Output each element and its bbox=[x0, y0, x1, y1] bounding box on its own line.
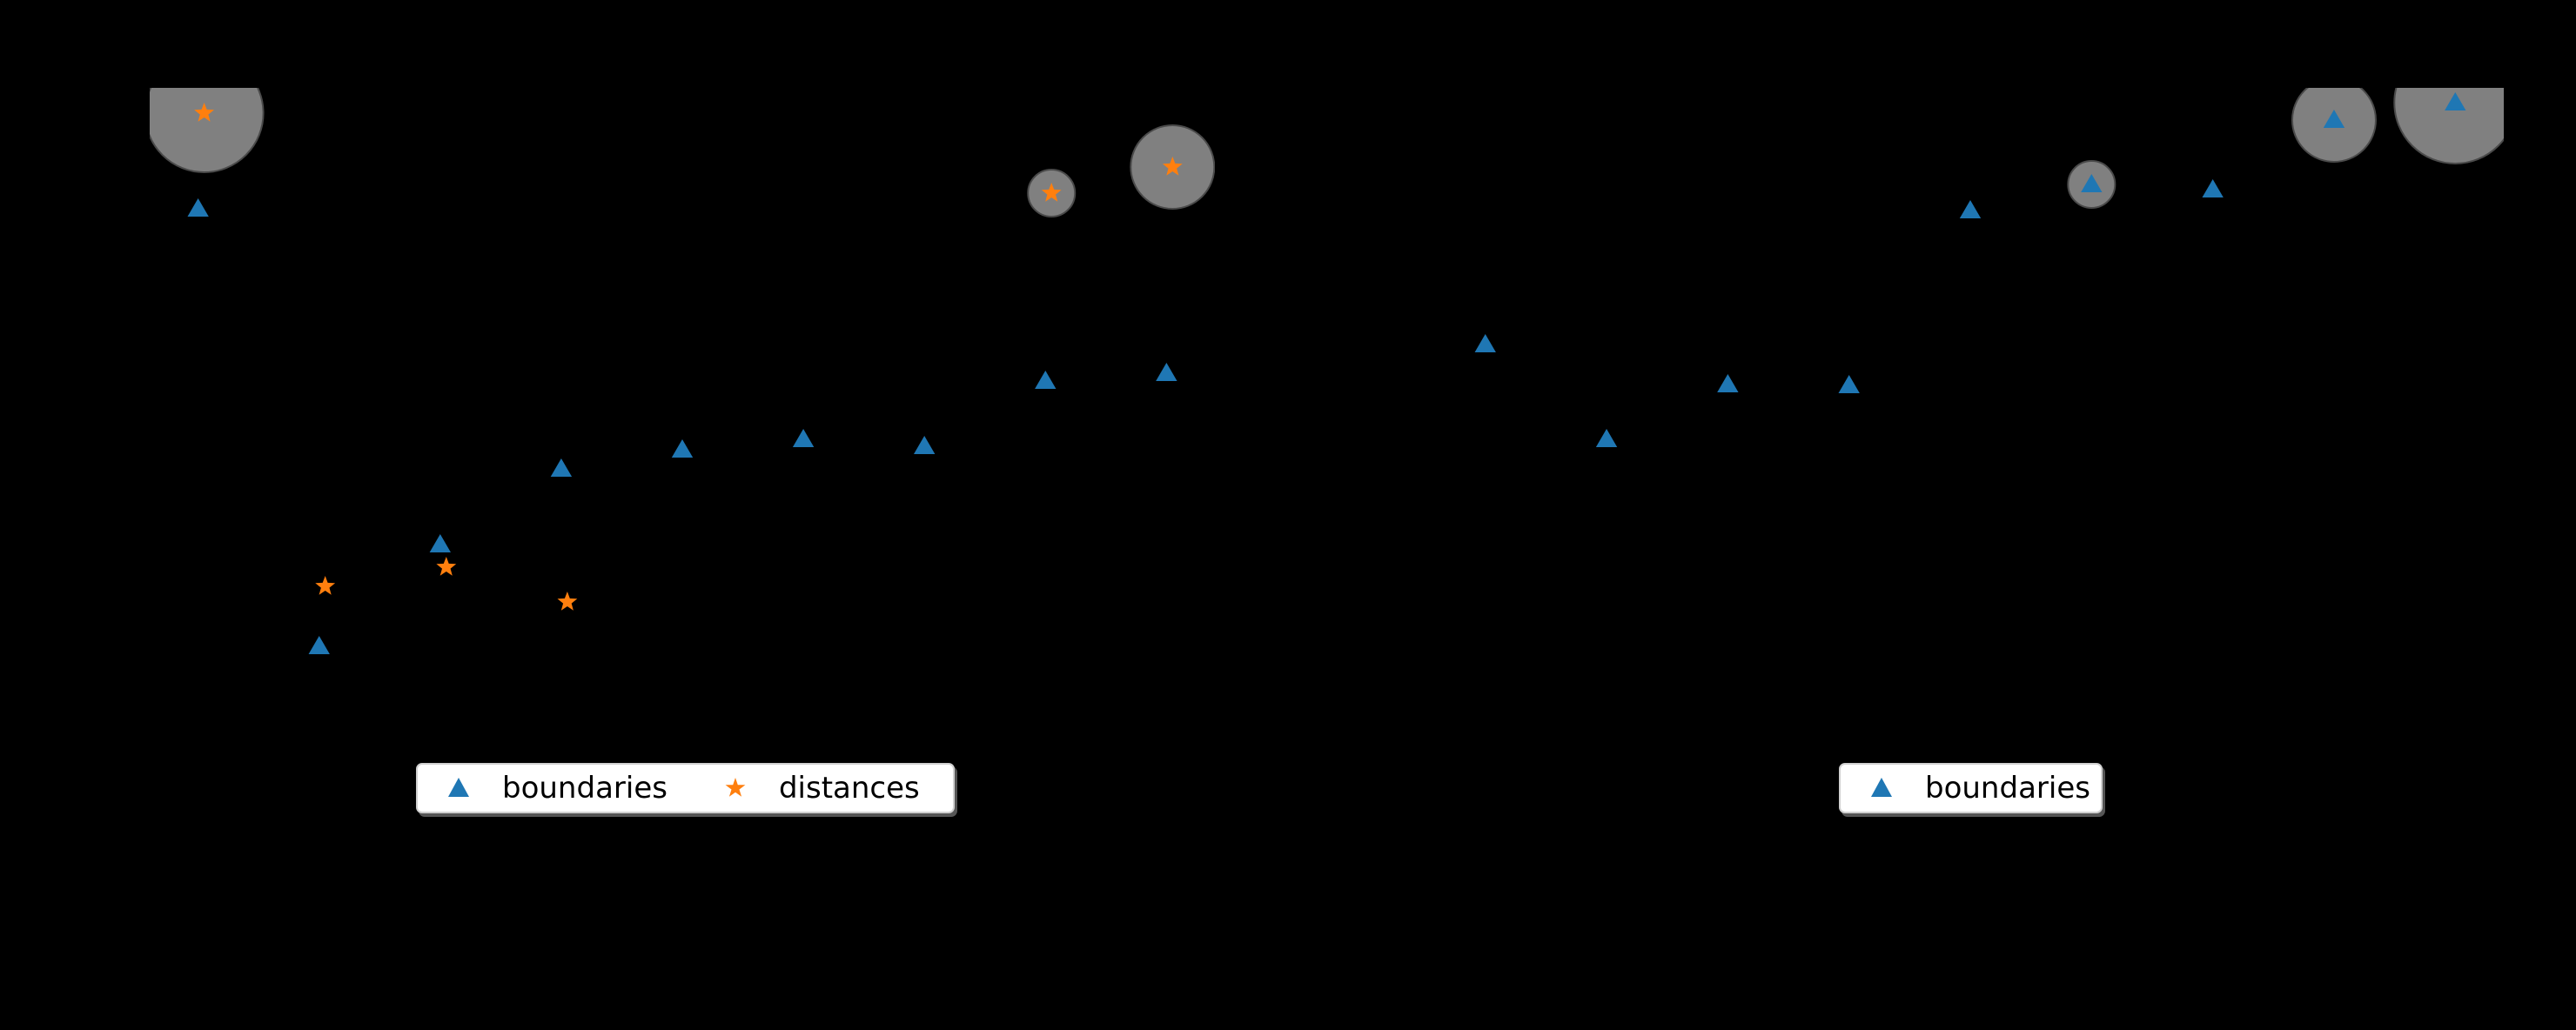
distance-star-marker bbox=[1162, 157, 1183, 176]
boundary-triangle-marker bbox=[550, 458, 573, 477]
boundary-triangle-marker bbox=[2323, 110, 2345, 128]
right-scatter-plot bbox=[1474, 88, 2504, 447]
boundary-triangle-marker bbox=[1035, 371, 1057, 389]
boundary-triangle-marker bbox=[1595, 429, 1618, 447]
legend-label-boundaries: boundaries bbox=[1925, 771, 2090, 806]
boundary-triangle-marker bbox=[429, 534, 451, 552]
boundary-triangle-marker bbox=[914, 436, 936, 454]
left-legend: boundaries distances bbox=[416, 763, 955, 813]
left-scatter-plot bbox=[150, 88, 1215, 654]
legend-entry-distances: distances bbox=[718, 765, 920, 812]
boundary-triangle-marker bbox=[671, 439, 694, 458]
distance-star-marker bbox=[315, 576, 336, 595]
legend-label-distances: distances bbox=[778, 771, 920, 806]
boundary-triangle-marker bbox=[1959, 200, 1982, 218]
boundary-triangle-marker bbox=[1474, 334, 1496, 352]
highlight-circle bbox=[2393, 88, 2504, 164]
left-scatter-axes bbox=[150, 88, 1215, 940]
highlight-circle bbox=[150, 88, 265, 173]
legend-label-boundaries: boundaries bbox=[502, 771, 667, 806]
boundary-triangle-marker bbox=[2081, 174, 2103, 192]
boundary-triangle-marker bbox=[1838, 375, 1860, 393]
boundary-triangle-marker bbox=[1156, 363, 1177, 381]
boundary-triangle-marker bbox=[2445, 92, 2466, 110]
distance-star-marker bbox=[1041, 183, 1062, 202]
star-marker-icon bbox=[718, 771, 753, 806]
boundary-triangle-marker bbox=[792, 429, 815, 447]
right-scatter-axes bbox=[1437, 88, 2504, 940]
distance-star-marker bbox=[436, 557, 457, 576]
right-legend: boundaries bbox=[1839, 763, 2103, 813]
boundary-triangle-marker bbox=[187, 198, 209, 217]
triangle-marker-icon bbox=[1864, 771, 1899, 806]
boundary-triangle-marker bbox=[308, 636, 330, 654]
legend-entry-boundaries: boundaries bbox=[441, 765, 667, 812]
boundary-triangle-marker bbox=[2202, 179, 2224, 197]
boundary-triangle-marker bbox=[1717, 374, 1739, 392]
legend-entry-boundaries: boundaries bbox=[1864, 765, 2090, 812]
distance-star-marker bbox=[557, 592, 578, 611]
distance-star-marker bbox=[194, 103, 214, 122]
triangle-marker-icon bbox=[441, 771, 476, 806]
